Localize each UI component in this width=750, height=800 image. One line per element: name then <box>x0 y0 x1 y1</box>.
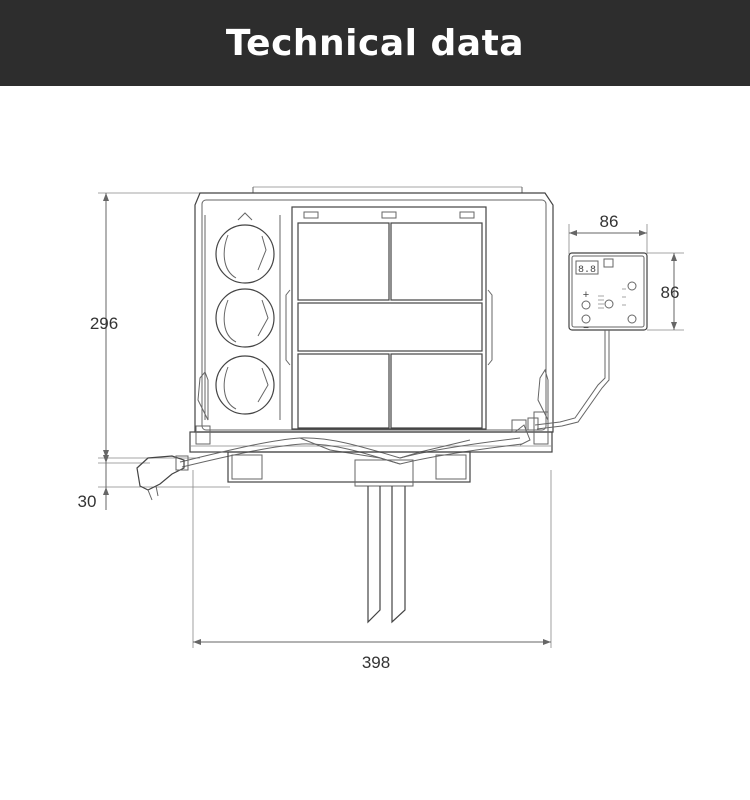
control-cable <box>527 330 610 431</box>
dimension-base-height: 30 <box>78 450 230 511</box>
page-title: Technical data <box>225 22 525 64</box>
display-window <box>575 260 599 275</box>
grille-panels <box>285 206 493 430</box>
dimension-height: 296 <box>90 192 200 459</box>
dimension-width: 398 <box>192 470 552 672</box>
plus-button <box>581 300 591 310</box>
dimension-width-label: 398 <box>362 653 390 672</box>
dimension-base-height-label: 30 <box>78 492 97 511</box>
dimension-panel-width: 86 <box>568 212 648 254</box>
mode-button <box>604 299 614 309</box>
header-banner: Technical data <box>0 0 750 86</box>
minus-button <box>581 314 591 324</box>
fan-button <box>627 281 637 291</box>
dimension-panel-height: 86 <box>647 252 684 331</box>
plus-symbol: + <box>583 289 589 301</box>
unit-housing <box>189 186 554 453</box>
dimension-panel-height-label: 86 <box>661 283 680 302</box>
dimension-height-label: 296 <box>90 314 118 333</box>
control-panel: 8.8 + − <box>568 252 648 334</box>
power-button <box>627 314 637 324</box>
display-readout: 8.8 <box>578 265 596 276</box>
minus-symbol: − <box>583 323 589 334</box>
bottom-outlet <box>227 451 471 624</box>
dimension-panel-width-label: 86 <box>600 212 619 231</box>
fan-stack <box>215 212 275 415</box>
